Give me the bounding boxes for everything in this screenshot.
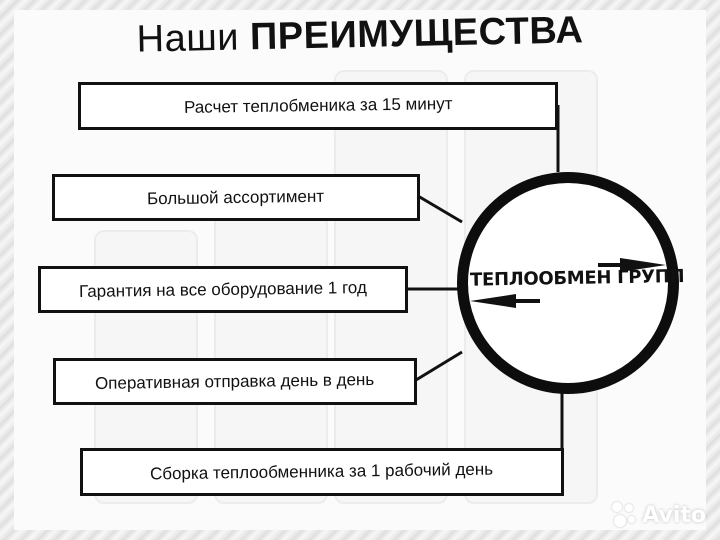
logo-text: ТЕПЛООБМЕН ГРУПП: [469, 265, 685, 291]
avito-dots-icon: [612, 502, 638, 528]
logo-circle: ТЕПЛООБМЕН ГРУПП: [457, 172, 685, 394]
advantage-text-4: Оперативная отправка день в день: [95, 369, 375, 393]
advantage-box-1: Расчет теплобменика за 15 минут: [78, 82, 558, 130]
advantage-box-2: Большой ассортимент: [52, 174, 420, 221]
advantage-text-2: Большой ассортимент: [147, 186, 325, 208]
advantage-text-3: Гарантия на все оборудование 1 год: [78, 277, 368, 301]
advantage-text-5: Сборка теплообменника за 1 рабочий день: [150, 459, 494, 484]
advantage-box-5: Сборка теплообменника за 1 рабочий день: [80, 448, 564, 496]
avito-watermark: Avito: [612, 502, 706, 528]
advantage-box-4: Оперативная отправка день в день: [53, 358, 417, 405]
advantage-box-3: Гарантия на все оборудование 1 год: [38, 266, 408, 313]
logo-arrows: [470, 258, 666, 308]
advantage-text-1: Расчет теплобменика за 15 минут: [183, 94, 453, 117]
avito-watermark-text: Avito: [642, 502, 706, 528]
company-logo: ТЕПЛООБМЕН ГРУПП: [469, 250, 685, 316]
